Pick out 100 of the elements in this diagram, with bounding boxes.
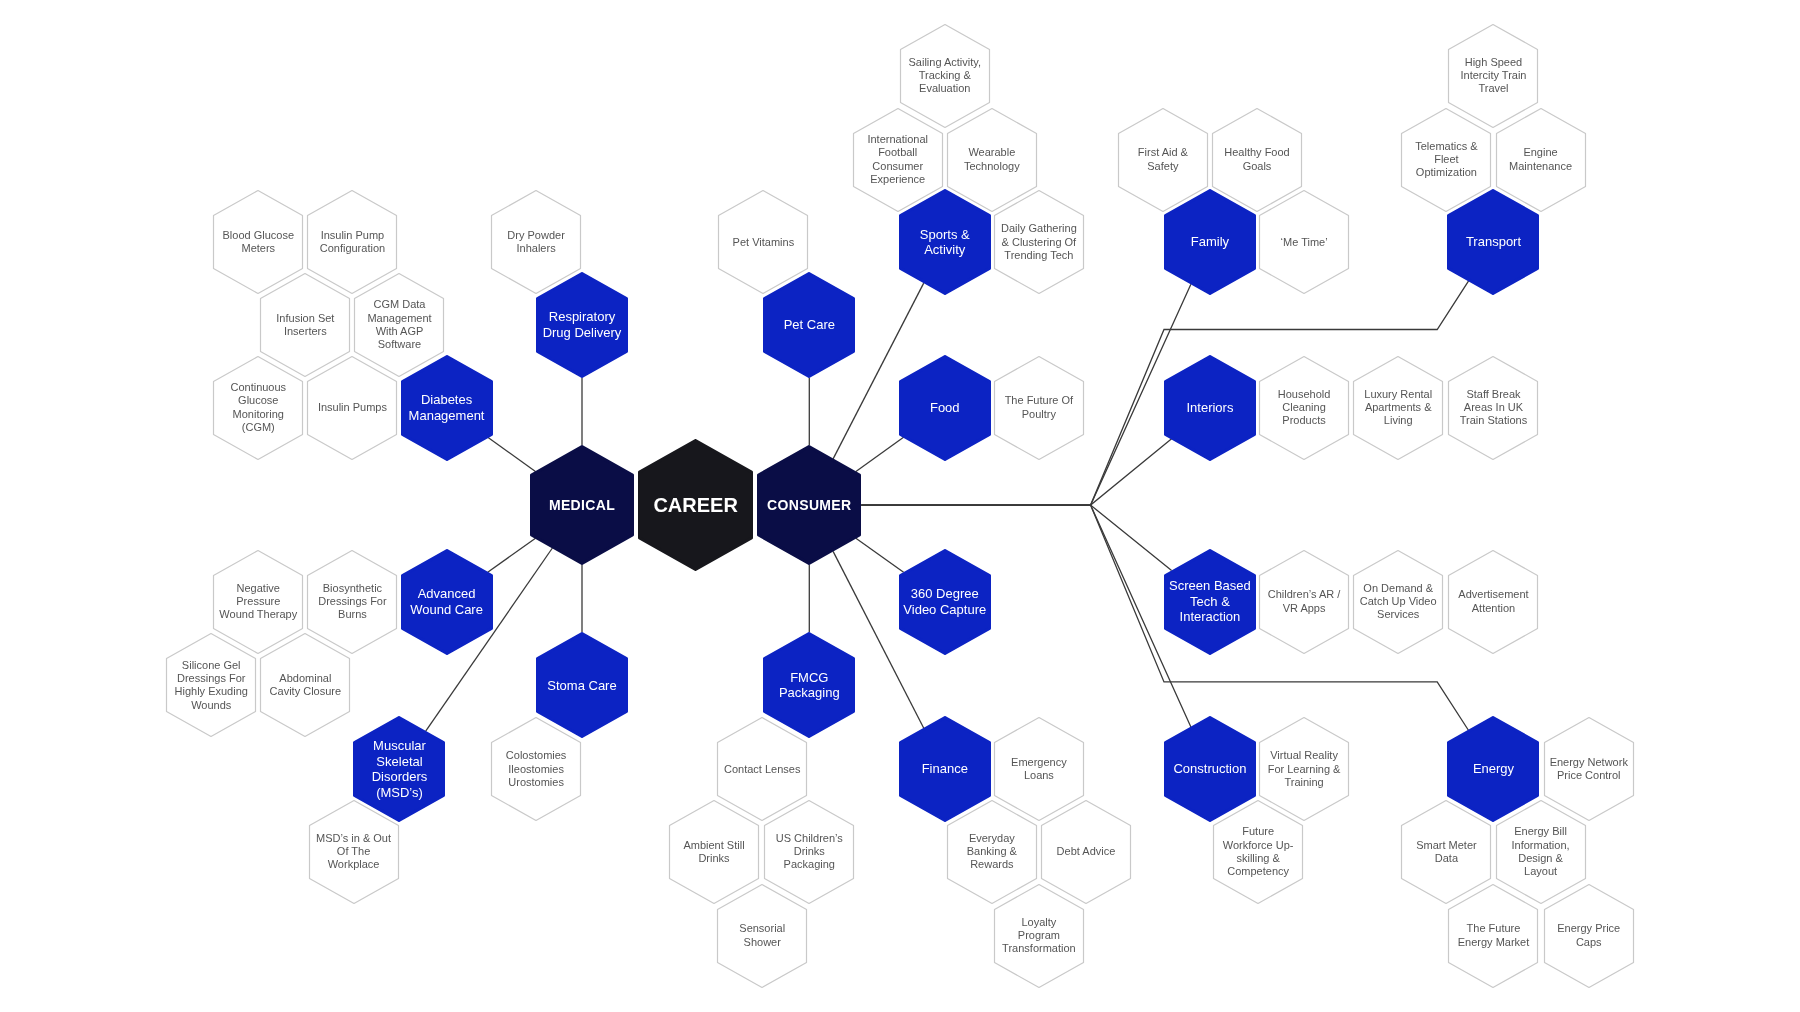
hexagon-label: Dry Powder Inhalers xyxy=(506,229,566,256)
topic-hexagon xyxy=(992,882,1085,989)
hexagon-label: Telematics & Fleet Optimization xyxy=(1414,139,1479,180)
topic-hexagon xyxy=(717,189,810,296)
sector-hexagon xyxy=(757,445,862,566)
category-hexagon xyxy=(898,354,991,461)
category-hexagon xyxy=(1163,548,1256,655)
connector-line xyxy=(581,564,583,633)
topic-hexagon xyxy=(1212,798,1305,905)
hexagon-label: The Future Energy Market xyxy=(1456,922,1531,949)
hexagon-label: Colostomies Ileostomies Urostomies xyxy=(504,749,568,789)
topic-hexagon xyxy=(716,882,809,989)
hexagon-label: Energy xyxy=(1472,761,1515,777)
hexagon-label: Muscular Skeletal Disorders (MSD’s) xyxy=(370,737,429,801)
hexagon-label: International Football Consumer Experience xyxy=(866,133,929,186)
hexagon-label: MEDICAL xyxy=(548,495,616,515)
hexagon-label: High Speed Intercity Train Travel xyxy=(1459,55,1528,96)
category-hexagon xyxy=(400,354,493,461)
topic-hexagon xyxy=(1447,22,1540,129)
topic-hexagon xyxy=(763,798,856,905)
hexagon-label: Screen Based Tech & Interaction xyxy=(1168,578,1252,625)
connector-line xyxy=(425,547,554,732)
hexagon-label: Engine Maintenance xyxy=(1508,146,1574,173)
topic-hexagon xyxy=(992,354,1085,461)
hexagon-label: MSD’s in & Out Of The Workplace xyxy=(315,832,393,872)
topic-hexagon xyxy=(259,271,352,378)
hexagon-label: Stoma Care xyxy=(547,677,617,694)
hexagon-label: First Aid & Safety xyxy=(1136,146,1189,173)
hexagon-label: Transport xyxy=(1465,234,1522,250)
topic-hexagon xyxy=(1258,716,1351,823)
hexagon-label: Biosynthetic Dressings For Burns xyxy=(317,581,388,622)
topic-hexagon xyxy=(490,189,583,296)
connector-line xyxy=(808,564,810,633)
topic-hexagon xyxy=(1494,798,1587,905)
hexagon-label: Daily Gathering & Clustering Of Trending Tech xyxy=(999,222,1078,262)
hexagon-label: Smart Meter Data xyxy=(1415,838,1478,865)
topic-hexagon xyxy=(1039,798,1132,905)
hexagon-label: CAREER xyxy=(653,493,738,519)
topic-hexagon xyxy=(1447,548,1540,655)
topic-hexagon xyxy=(992,716,1085,823)
topic-hexagon xyxy=(306,189,399,296)
category-hexagon xyxy=(898,548,991,655)
hexagon-label: Healthy Food Goals xyxy=(1223,146,1291,173)
connector-line xyxy=(487,537,537,573)
topic-hexagon xyxy=(212,189,305,296)
hexagon-label: Contact Lenses xyxy=(724,762,801,776)
hexagon-label: Finance xyxy=(921,761,968,777)
hexagon-label: Abdominal Cavity Closure xyxy=(268,672,343,699)
hexagon-label: Construction xyxy=(1173,761,1247,777)
hexagon-label: CONSUMER xyxy=(767,495,852,515)
hexagon-label: Insulin Pump Configuration xyxy=(318,229,387,256)
hexagon-label: Sailing Activity, Tracking & Evaluation xyxy=(907,55,983,96)
category-hexagon xyxy=(898,189,991,296)
topic-hexagon xyxy=(353,271,446,378)
hexagon-label: Children’s AR / VR Apps xyxy=(1266,588,1342,615)
category-hexagon xyxy=(1163,354,1256,461)
category-hexagon xyxy=(536,632,628,739)
topic-hexagon xyxy=(1211,106,1303,213)
category-hexagon xyxy=(1163,189,1256,296)
topic-hexagon xyxy=(1447,882,1540,989)
hexagon-label: Sensorial Shower xyxy=(738,922,787,949)
hexagon-label: Family xyxy=(1190,234,1230,250)
hexagon-label: Interiors xyxy=(1186,399,1234,416)
topic-hexagon xyxy=(212,354,305,461)
topic-hexagon xyxy=(1494,106,1587,213)
hexagon-label: CGM Data Management With AGP Software xyxy=(366,298,433,352)
hexagon-label: Energy Bill Information, Design & Layout xyxy=(1510,825,1571,879)
hexagon-label: Advanced Wound Care xyxy=(409,585,484,618)
topic-hexagon xyxy=(1400,798,1493,905)
hexagon-label: Blood Glucose Meters xyxy=(221,229,296,256)
connector-line xyxy=(832,550,925,729)
topic-hexagon xyxy=(898,22,991,129)
hexagon-label: Energy Network Price Control xyxy=(1548,755,1629,783)
hexagon-label: Ambient Still Drinks xyxy=(682,838,746,865)
category-hexagon xyxy=(1447,716,1540,823)
topic-hexagon xyxy=(716,716,809,823)
hexagon-label: Luxury Rental Apartments & Living xyxy=(1363,387,1434,428)
hexagon-label: Emergency Loans xyxy=(1010,755,1068,783)
hexagon-label: Infusion Set Inserters xyxy=(275,311,336,339)
hexagon-label: Household Cleaning Products xyxy=(1276,387,1332,428)
topic-hexagon xyxy=(306,354,399,461)
topic-hexagon xyxy=(945,798,1038,905)
hexagon-label: Continuous Glucose Monitoring (CGM) xyxy=(229,381,288,434)
connector-line xyxy=(808,377,810,446)
topic-hexagon xyxy=(1542,882,1635,989)
topic-hexagon xyxy=(992,189,1085,296)
hexagon-label: Energy Price Caps xyxy=(1556,922,1622,949)
topic-hexagon xyxy=(212,548,305,655)
connector-line xyxy=(854,436,905,473)
topic-hexagon xyxy=(1352,354,1445,461)
category-hexagon xyxy=(1447,189,1540,296)
category-hexagon xyxy=(1163,716,1256,823)
connector-line xyxy=(832,282,925,460)
hexagon-label: Insulin Pumps xyxy=(317,400,387,415)
topic-hexagon xyxy=(165,632,258,739)
topic-hexagon xyxy=(1258,354,1351,461)
category-hexagon xyxy=(536,271,628,378)
center-hexagon xyxy=(638,439,754,572)
hexagon-label: Wearable Technology xyxy=(963,146,1021,173)
connector-line xyxy=(581,377,583,446)
